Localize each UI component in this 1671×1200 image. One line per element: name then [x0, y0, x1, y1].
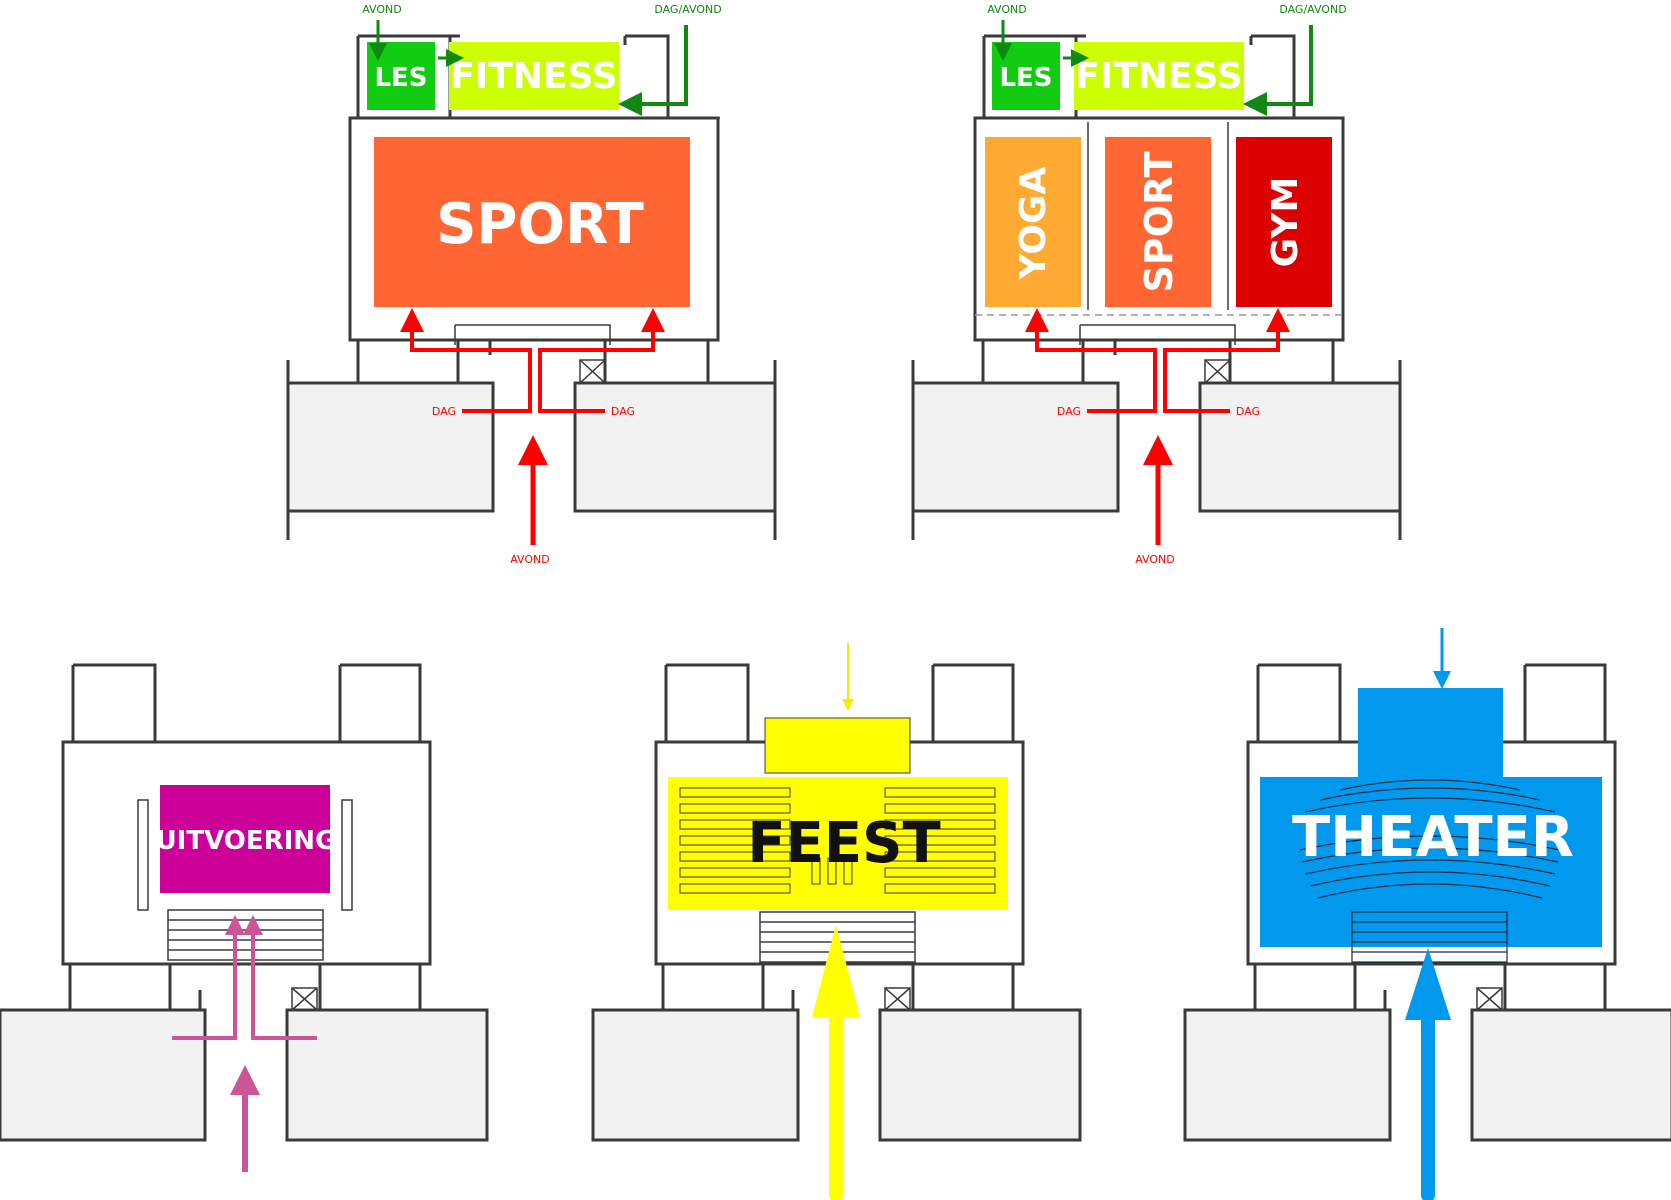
red-arrow-right-branch: [538, 308, 665, 413]
dag-right-label: DAG: [611, 405, 635, 418]
yoga-label: YOGA: [1013, 166, 1054, 280]
plan-yoga-sport-gym: LES FITNESS YOGA SPORT GYM AVOND DAG/AVO…: [911, 3, 1402, 566]
green-arrow-dag-avond: [618, 25, 688, 116]
plan-feest: FEEST: [591, 643, 1082, 1200]
room-gym: [1236, 137, 1332, 307]
plan-theater: THEATER: [1183, 628, 1671, 1200]
plan-uitvoering: UITVOERING: [0, 663, 489, 1172]
dag-left-label: DAG: [1057, 405, 1081, 418]
stage-feest: [764, 717, 911, 774]
fitness-label: FITNESS: [1075, 56, 1243, 97]
avond-top-label: AVOND: [362, 3, 402, 16]
les-label: LES: [999, 63, 1052, 93]
dag-avond-label: DAG/AVOND: [1279, 3, 1346, 16]
sport-label: SPORT: [436, 192, 644, 257]
room-yoga: [985, 137, 1081, 307]
pink-arrow-right: [243, 915, 317, 1040]
pink-arrow-left: [172, 915, 245, 1040]
green-arrow-dag-avond: [1243, 25, 1313, 116]
avond-bottom-label: AVOND: [1135, 553, 1175, 566]
red-arrow-left-branch: [400, 308, 532, 413]
theater-label: THEATER: [1292, 805, 1574, 870]
room-feest: [668, 777, 1008, 910]
theater-seating: [1299, 779, 1561, 899]
fitness-label: FITNESS: [450, 56, 618, 97]
red-arrow-left-branch: [1025, 308, 1157, 413]
room-theater-stage: [1358, 688, 1503, 778]
room-theater: [1260, 777, 1602, 947]
room-fitness: [1074, 42, 1244, 110]
avond-top-label: AVOND: [987, 3, 1027, 16]
dag-left-label: DAG: [432, 405, 456, 418]
sport-label: SPORT: [1137, 151, 1181, 292]
avond-bottom-label: AVOND: [510, 553, 550, 566]
room-uitvoering: [160, 785, 330, 893]
uitvoering-label: UITVOERING: [156, 826, 337, 856]
room-sport: [1105, 137, 1211, 307]
dag-avond-label: DAG/AVOND: [654, 3, 721, 16]
room-fitness: [449, 42, 619, 110]
room-sport: [374, 137, 690, 307]
les-label: LES: [374, 63, 427, 93]
feest-label: FEEST: [747, 811, 940, 876]
plan-sport: LES FITNESS SPORT AVOND DAG/AVOND DAG DA…: [286, 3, 777, 566]
feest-tables: [679, 787, 996, 894]
gym-label: GYM: [1265, 177, 1306, 268]
red-arrow-right-branch: [1163, 308, 1290, 413]
dag-right-label: DAG: [1236, 405, 1260, 418]
